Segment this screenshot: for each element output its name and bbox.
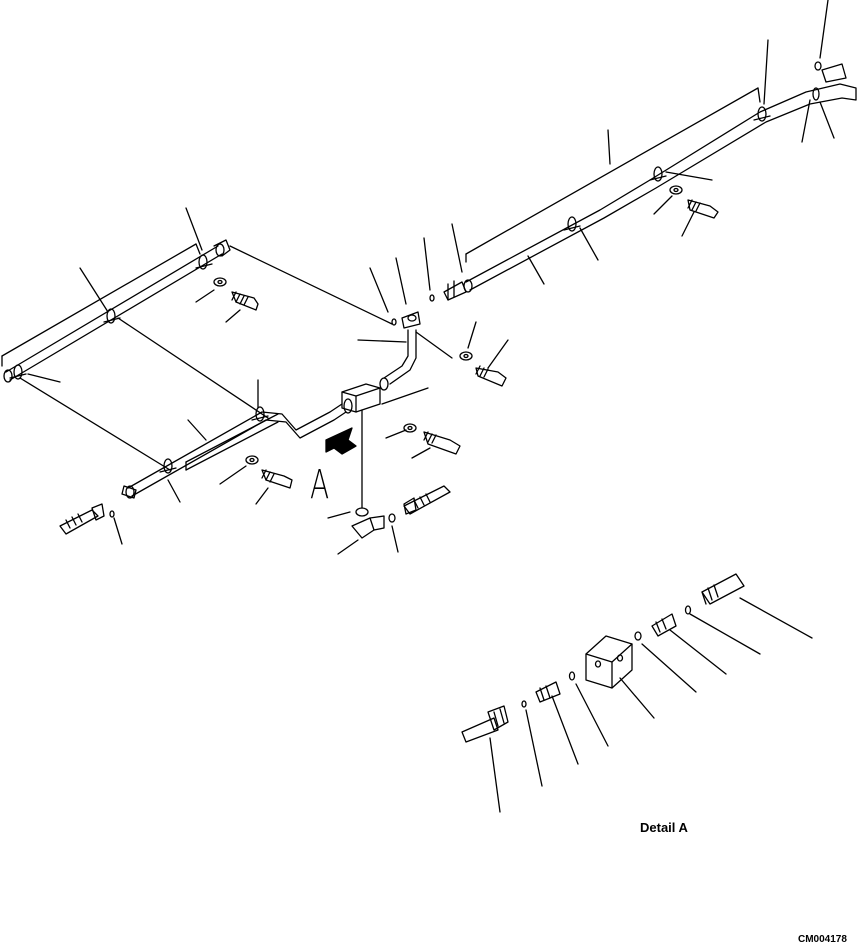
detail-right-adapter — [701, 573, 745, 605]
detail-right-fitting — [651, 613, 677, 637]
left-tube-clamp-a — [103, 308, 121, 324]
washer-c — [459, 351, 473, 361]
bolt-a — [231, 291, 259, 311]
o-ring-right — [429, 294, 435, 302]
right-tube — [443, 83, 857, 301]
center-adapter — [403, 485, 451, 515]
detail-o-ring-2 — [568, 671, 576, 681]
lower-tube-clamp-a — [159, 458, 177, 474]
block-port-line — [355, 409, 369, 517]
right-tube-clamp-b — [649, 166, 667, 182]
detail-caption: Detail A — [640, 820, 688, 835]
right-tube-clamp-c — [753, 106, 771, 122]
detail-o-ring-4 — [684, 605, 692, 615]
lower-tube — [121, 403, 347, 499]
lower-tube-clamp-b — [251, 406, 269, 422]
link-line-lower — [19, 377, 171, 471]
washer-e — [669, 185, 683, 195]
left-upper-tube — [3, 239, 231, 383]
right-tube-bracket — [465, 87, 761, 263]
leader-lines — [27, 0, 835, 813]
lower-tube-bracket — [185, 413, 279, 471]
bolt-d — [423, 431, 461, 455]
washer-a — [213, 277, 227, 287]
detail-block — [585, 635, 633, 689]
detail-left-fitting — [535, 681, 561, 703]
detail-o-ring-1 — [521, 700, 527, 708]
view-arrow — [325, 427, 357, 455]
bolt-b — [261, 469, 293, 489]
link-line-mid — [117, 317, 269, 419]
detail-o-ring-3 — [634, 631, 642, 641]
bolt-e — [687, 199, 719, 219]
left-tube-clamp-b — [195, 254, 213, 270]
washer-d — [403, 423, 417, 433]
elbow-fitting — [351, 513, 396, 539]
left-tube-bracket-line — [1, 243, 201, 367]
riser-to-right-line — [415, 331, 453, 359]
left-end-clamp — [9, 364, 27, 380]
right-end-fitting — [812, 61, 847, 101]
washer-b — [245, 455, 259, 465]
bolt-c — [475, 365, 507, 387]
drawing-number: CM004178 — [798, 934, 847, 945]
link-line-upper — [229, 245, 393, 325]
view-letter: A — [310, 462, 330, 508]
junction-block — [341, 377, 389, 414]
riser-tube — [383, 311, 421, 385]
left-adapter — [59, 503, 115, 535]
detail-left-adapter — [461, 705, 509, 743]
o-ring-riser — [391, 318, 397, 326]
right-tube-clamp-a — [563, 216, 581, 232]
